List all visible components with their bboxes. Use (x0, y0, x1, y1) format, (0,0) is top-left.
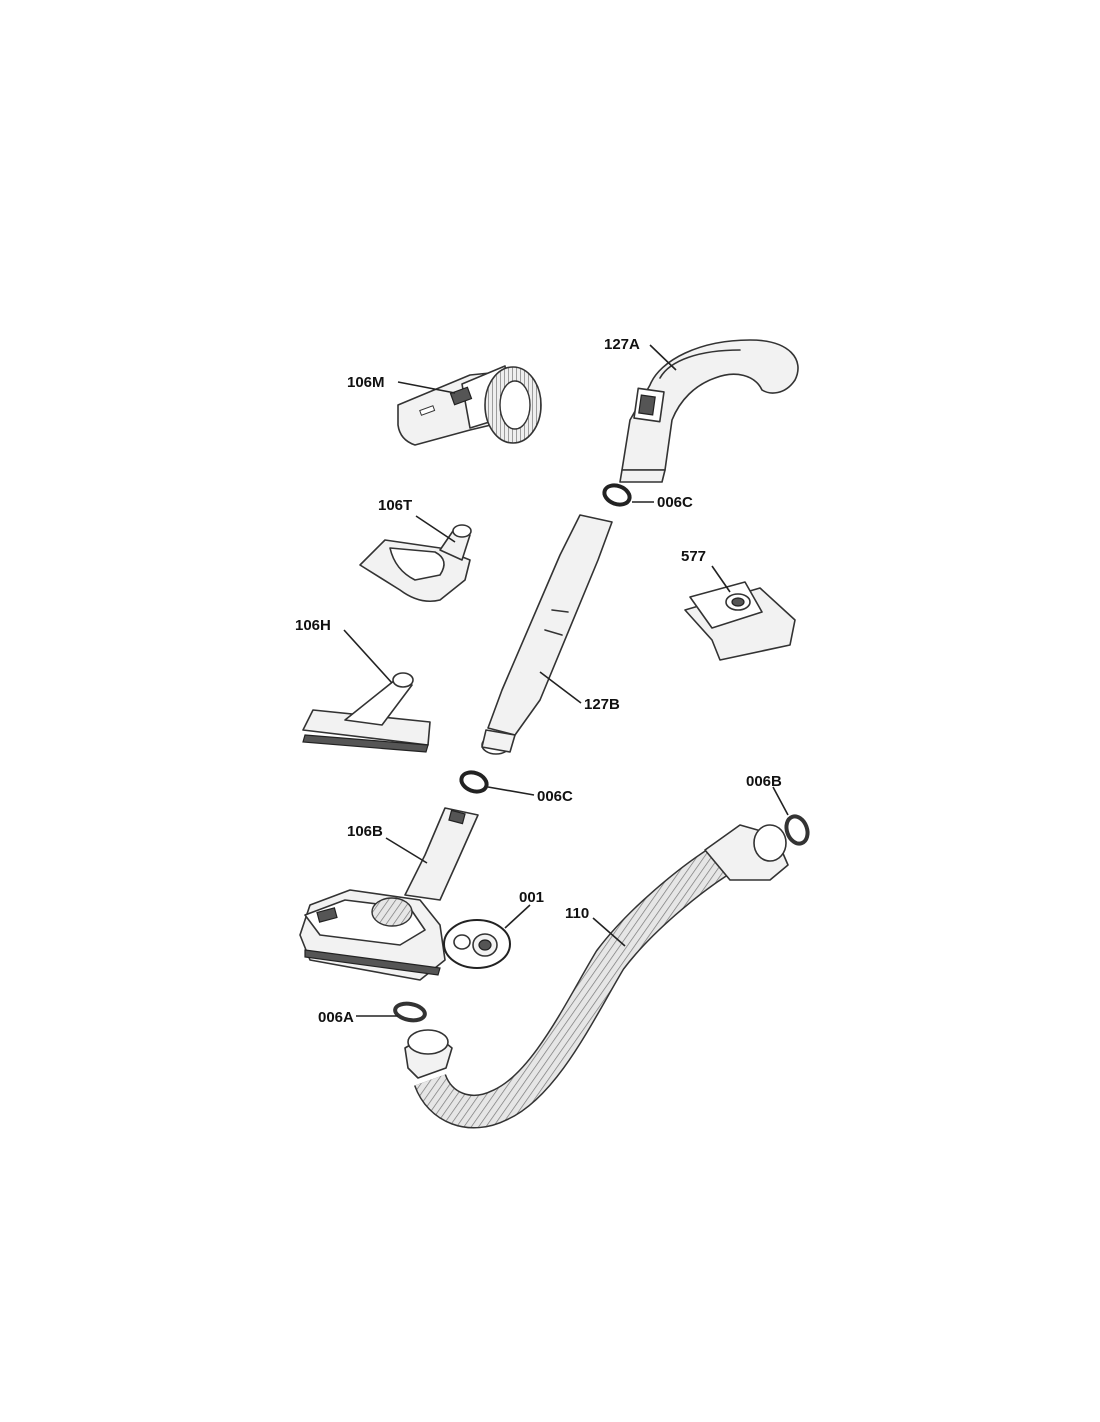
leader-lines (343, 344, 789, 1017)
label-006B: 006B (746, 773, 782, 790)
part-006A-ring (393, 1001, 427, 1023)
label-577: 577 (681, 548, 706, 565)
part-006B-ring (784, 814, 810, 846)
part-110-hose (404, 824, 789, 1129)
label-106B: 106B (347, 823, 383, 840)
part-106M-upholstery-nozzle (397, 365, 542, 446)
label-110: 110 (565, 905, 589, 922)
label-106M: 106M (347, 374, 385, 391)
part-006C-ring-top (602, 483, 632, 507)
label-106T: 106T (378, 497, 412, 514)
part-127B-telescopic-tube (481, 514, 613, 755)
label-006C-top: 006C (657, 494, 693, 511)
label-127B: 127B (584, 696, 620, 713)
part-127A-handle (619, 339, 799, 483)
label-001: 001 (519, 889, 544, 906)
label-006C-mid: 006C (537, 788, 573, 805)
part-006C-ring-mid (459, 770, 489, 794)
label-006A: 006A (318, 1009, 354, 1026)
label-106H: 106H (295, 617, 331, 634)
label-127A: 127A (604, 336, 640, 353)
part-106B-floor-nozzle (299, 807, 479, 981)
part-001-adapter (443, 919, 511, 969)
part-106H-floor-nozzle (302, 672, 431, 753)
part-577-dust-bag (684, 581, 796, 661)
part-106T-parquet-nozzle (359, 524, 472, 603)
